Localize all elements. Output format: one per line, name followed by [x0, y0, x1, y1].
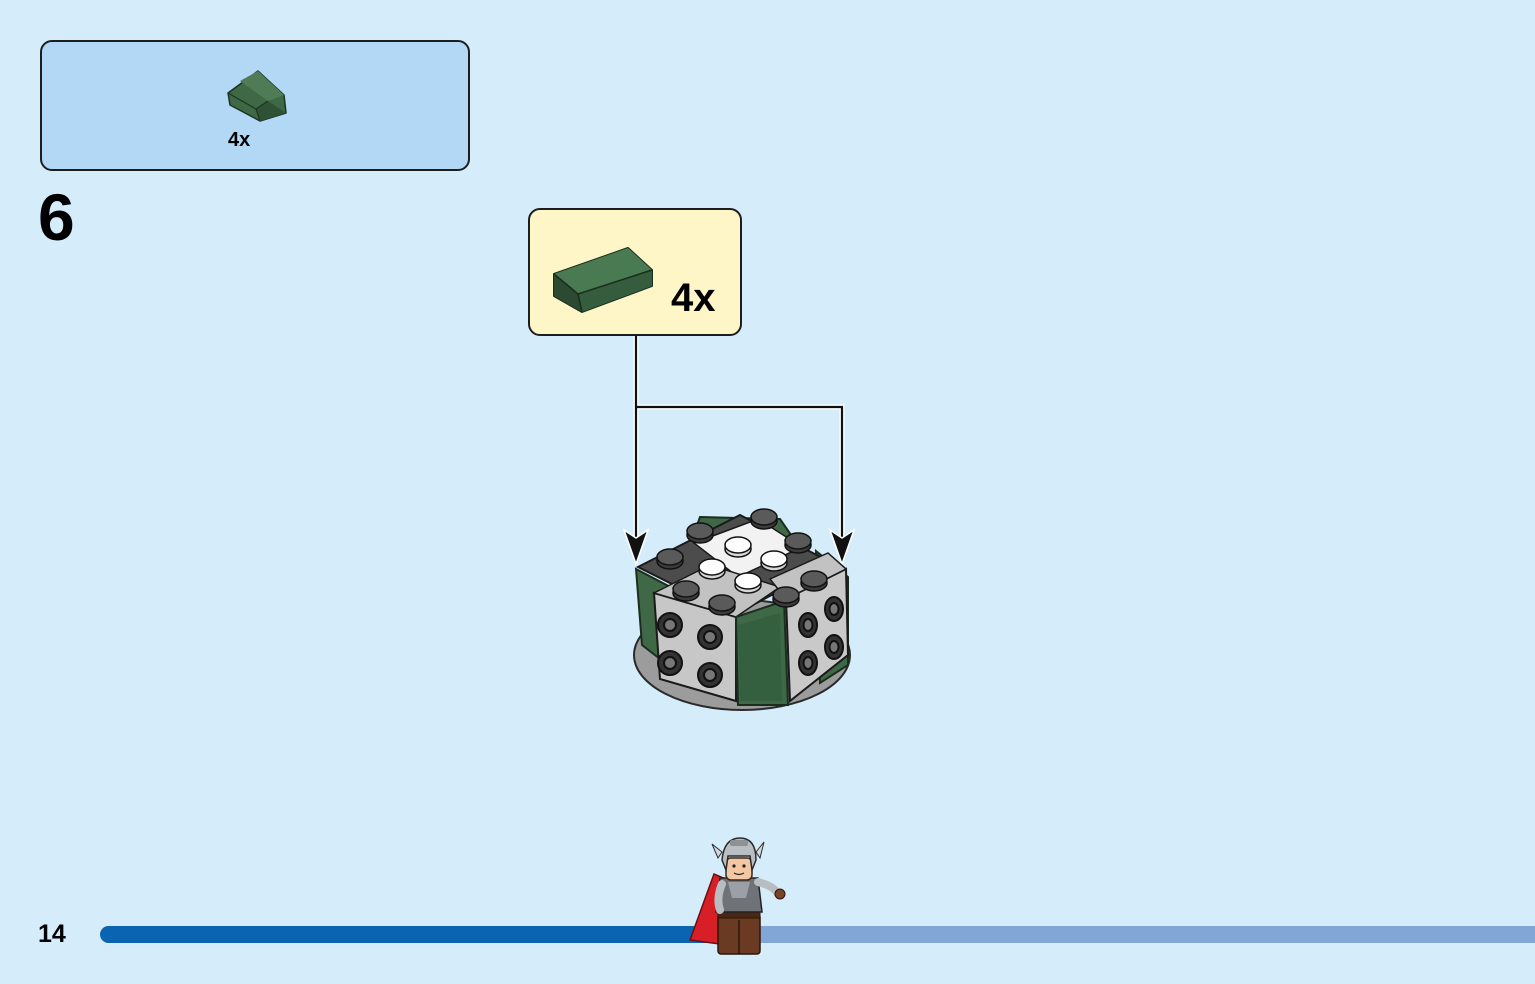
round-brick-assembly-icon [633, 508, 851, 711]
thor-minifigure-icon [688, 837, 786, 955]
progress-bar [100, 926, 1535, 943]
dark-green-slope-1x2-icon [227, 70, 287, 122]
arrow-head-left [622, 528, 650, 567]
page-number: 14 [38, 920, 66, 948]
progress-bar-fill [100, 926, 718, 943]
parts-list-quantity: 4x [228, 129, 251, 151]
callout-quantity: 4x [671, 276, 716, 320]
step-number: 6 [38, 180, 75, 254]
parts-list-box: 4x [40, 40, 470, 171]
arrow-head-right [828, 528, 856, 567]
subassembly-callout: 4x [528, 208, 742, 336]
dark-green-slope-1x2-icon [553, 247, 653, 313]
